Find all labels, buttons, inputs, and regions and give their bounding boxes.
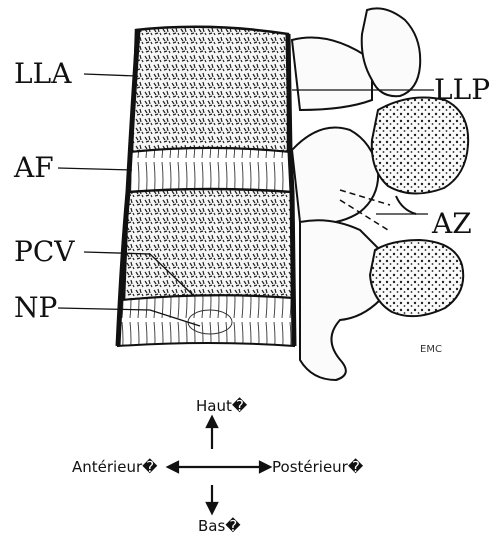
label-llp: LLP xyxy=(434,76,490,104)
label-af: AF xyxy=(14,154,54,182)
intervertebral-disc-upper xyxy=(128,148,292,192)
direction-left: Antérieur� xyxy=(72,459,158,475)
label-pcv: PCV xyxy=(14,238,74,266)
watermark-emc: EMC xyxy=(420,344,442,355)
direction-down: Bas� xyxy=(198,518,241,534)
vertebral-body-upper xyxy=(132,27,288,152)
vertebral-body-lower xyxy=(124,189,292,300)
vertebra-drawing xyxy=(0,0,498,390)
intervertebral-disc-lower xyxy=(118,295,294,346)
label-lla: LLA xyxy=(14,60,71,88)
direction-up: Haut� xyxy=(196,398,247,414)
label-az: AZ xyxy=(432,210,472,238)
direction-right: Postérieur� xyxy=(272,459,363,475)
label-np: NP xyxy=(14,294,57,322)
posterior-elements xyxy=(292,8,468,380)
